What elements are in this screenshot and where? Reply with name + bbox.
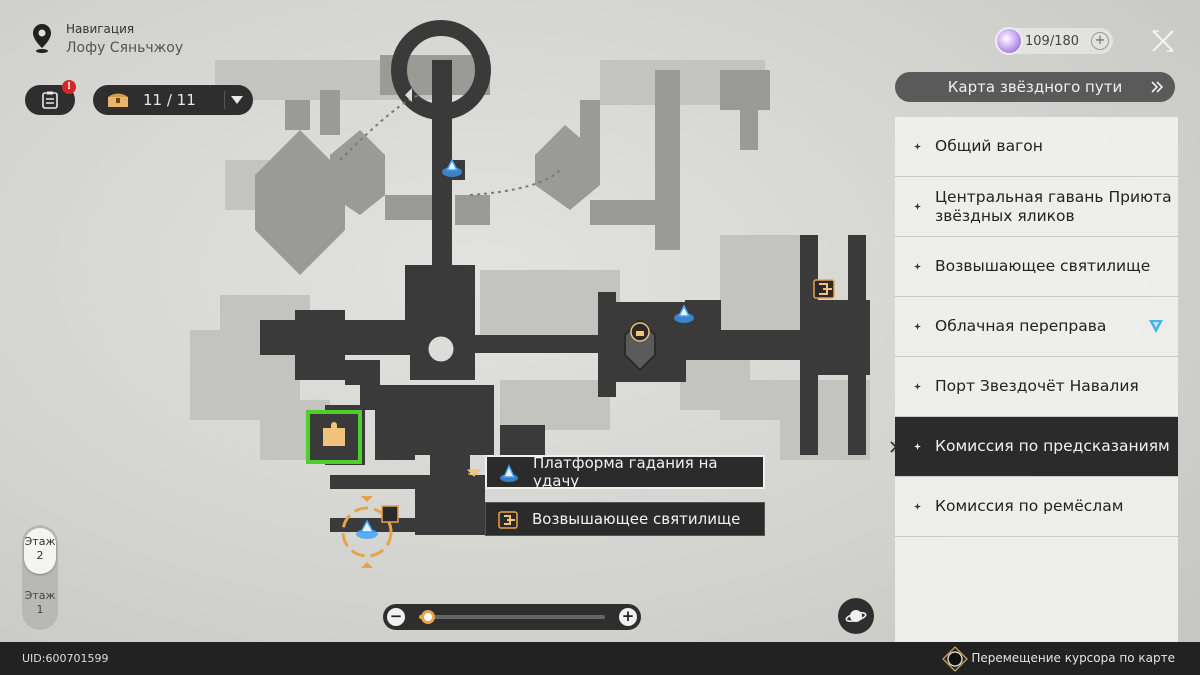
chevron-down-icon [231, 96, 243, 104]
zoom-out-button[interactable]: − [387, 608, 405, 626]
divider [224, 91, 225, 109]
chest-counter-dropdown[interactable]: 11 / 11 [93, 85, 253, 115]
exit-icon [498, 511, 518, 529]
location-label: Порт Звездочёт Навалия [935, 377, 1139, 395]
diamond-bullet-icon [914, 203, 921, 210]
location-label: Центральная гавань Приюта звёздных ялико… [935, 187, 1172, 225]
zoom-control: − + [383, 604, 641, 630]
floor-selector: Этаж 2 Этаж 1 [22, 525, 58, 630]
double-chevron-right-icon [1151, 81, 1164, 93]
floor-label: Этаж [24, 535, 56, 548]
selection-chevron-icon [890, 441, 902, 453]
user-id: UID:600701599 [22, 652, 109, 665]
location-item[interactable]: Общий вагон [895, 117, 1178, 177]
location-label: Общий вагон [935, 137, 1043, 155]
map-pin-icon [33, 24, 51, 53]
nav-header: Навигация Лофу Сяньчжоу [30, 22, 183, 56]
alert-badge: ! [62, 80, 76, 94]
star-rail-map-label: Карта звёздного пути [947, 78, 1123, 96]
map-tooltip-exit[interactable]: Возвышающее святилище [485, 502, 765, 536]
floor-number: 1 [36, 603, 44, 616]
current-location-icon [1149, 320, 1163, 333]
footer-bar: UID:600701599 Перемещение курсора по кар… [0, 642, 1200, 675]
trailblaze-power-icon [995, 27, 1023, 55]
diamond-bullet-icon [914, 263, 921, 270]
add-stamina-button[interactable]: + [1091, 32, 1109, 50]
diamond-bullet-icon [914, 443, 921, 450]
tooltip-label: Платформа гадания на удачу [533, 454, 718, 490]
location-list: Общий вагон Центральная гавань Приюта зв… [895, 117, 1178, 642]
clipboard-icon [42, 91, 58, 109]
diamond-bullet-icon [914, 503, 921, 510]
diamond-bullet-icon [914, 323, 921, 330]
controller-stick-icon [942, 646, 968, 672]
diamond-bullet-icon [914, 143, 921, 150]
star-rail-map-button[interactable]: Карта звёздного пути [895, 72, 1175, 102]
planet-icon [845, 610, 867, 623]
floor-button-2[interactable]: Этаж 2 [24, 528, 56, 574]
location-item[interactable]: Возвышающее святилище [895, 237, 1178, 297]
zoom-slider[interactable] [419, 610, 605, 624]
treasure-chest-icon [108, 93, 128, 107]
space-anchor-icon [500, 464, 518, 482]
close-icon[interactable] [1150, 28, 1176, 54]
control-hint: Перемещение курсора по карте [971, 651, 1175, 665]
floor-number: 2 [36, 549, 44, 562]
stamina-value: 109/180 [1025, 33, 1080, 49]
location-item[interactable]: Порт Звездочёт Навалия [895, 357, 1178, 417]
location-label: Комиссия по предсказаниям [935, 437, 1170, 455]
zoom-slider-handle[interactable] [421, 610, 435, 624]
trailblaze-power: 109/180 + [995, 27, 1113, 55]
floor-button-1[interactable]: Этаж 1 [24, 582, 56, 628]
location-label: Облачная переправа [935, 317, 1107, 335]
location-label: Возвышающее святилище [935, 257, 1151, 275]
location-item[interactable]: Центральная гавань Приюта звёздных ялико… [895, 177, 1178, 237]
planet-map-button[interactable] [838, 598, 874, 634]
location-item-selected[interactable]: Комиссия по предсказаниям [895, 417, 1178, 477]
diamond-bullet-icon [914, 383, 921, 390]
page-title: Навигация [66, 22, 135, 36]
location-label: Комиссия по ремёслам [935, 497, 1124, 515]
floor-label: Этаж [24, 589, 56, 602]
location-item[interactable]: Облачная переправа [895, 297, 1178, 357]
map-tooltip-anchor[interactable]: Платформа гадания на удачу [485, 454, 765, 490]
tooltip-label: Возвышающее святилище [532, 510, 741, 528]
location-name: Лофу Сяньчжоу [66, 40, 184, 56]
chest-count: 11 / 11 [143, 91, 196, 109]
zoom-in-button[interactable]: + [619, 608, 637, 626]
location-item[interactable]: Комиссия по ремёслам [895, 477, 1178, 537]
